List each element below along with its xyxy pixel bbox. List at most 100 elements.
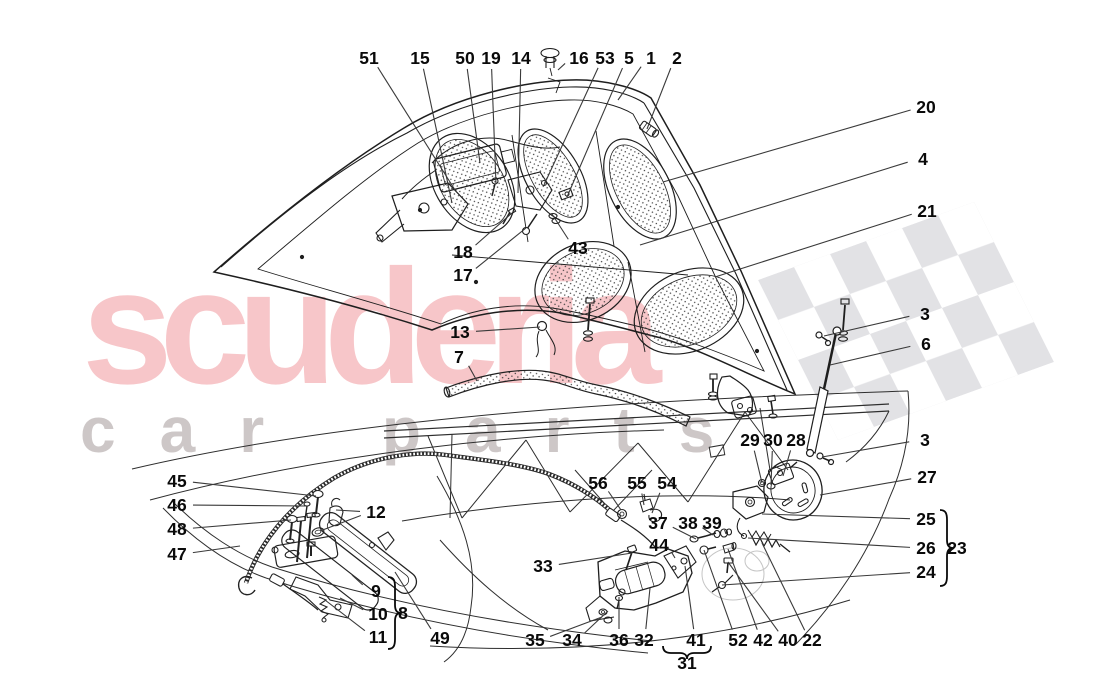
part-callout: 53	[595, 48, 615, 68]
leader-line	[475, 227, 527, 269]
part-callout: 39	[702, 513, 722, 533]
leader-line	[192, 545, 241, 554]
part-callout: 28	[786, 430, 806, 450]
part-callout: 4	[918, 149, 928, 169]
part-callout: 46	[167, 495, 187, 515]
leader-line	[491, 68, 497, 185]
part-callout: 12	[366, 502, 386, 522]
leader-line	[192, 519, 292, 529]
leader-line	[821, 441, 910, 458]
part-callout: 27	[917, 467, 936, 487]
part-callout: 56	[588, 473, 608, 493]
leader-line	[377, 66, 456, 191]
leader-line	[324, 599, 366, 632]
hinge-assembly	[707, 373, 823, 593]
part-callout: 1	[646, 48, 656, 68]
leader-line	[335, 509, 361, 512]
leader-line	[747, 537, 911, 548]
leader-line	[192, 481, 317, 497]
checkered-flag-watermark	[758, 202, 1054, 440]
part-callout: 41	[686, 630, 706, 650]
part-callout: 16	[569, 48, 589, 68]
part-callout: 20	[916, 97, 936, 117]
leader-line	[639, 161, 908, 246]
leader-line	[566, 67, 623, 198]
hood-panel	[212, 79, 797, 396]
leader-line	[468, 365, 478, 382]
leader-line	[319, 515, 362, 532]
leader-line	[617, 66, 642, 101]
part-callout: 17	[453, 265, 472, 285]
part-callout: 3	[920, 430, 930, 450]
gas-strut	[805, 326, 842, 466]
part-callout: 45	[167, 471, 187, 491]
part-callout: 9	[371, 581, 381, 601]
part-callout: 44	[649, 535, 669, 555]
leader-line	[684, 565, 695, 630]
part-callout: 29	[740, 430, 760, 450]
gasket-strip	[443, 369, 691, 427]
leader-line	[192, 504, 307, 507]
leader-line	[475, 326, 541, 332]
lock-assembly	[585, 493, 791, 624]
leader-line	[753, 450, 763, 484]
leader-line	[727, 548, 758, 630]
part-callout: 43	[568, 238, 588, 258]
leader-line	[339, 597, 364, 611]
leader-line	[829, 345, 911, 366]
leader-line	[721, 572, 911, 586]
part-callout: 30	[763, 430, 783, 450]
leader-line	[761, 513, 911, 520]
leader-line	[819, 478, 912, 496]
hood-hardware	[375, 47, 850, 358]
leader-line	[761, 542, 806, 631]
part-callout: 14	[511, 48, 531, 68]
leader-line	[422, 68, 453, 204]
part-callout: 21	[917, 201, 937, 221]
part-callout: 55	[627, 473, 647, 493]
part-callout: 51	[359, 48, 379, 68]
part-callout: 13	[450, 322, 470, 342]
part-callout: 19	[481, 48, 501, 68]
part-callout: 25	[916, 509, 936, 529]
leader-line	[662, 109, 911, 183]
leader-line	[351, 574, 364, 586]
leader-line	[558, 552, 633, 565]
part-callout: 7	[454, 347, 464, 367]
part-callout: 38	[678, 513, 698, 533]
leader-line	[551, 213, 569, 240]
part-callout: 33	[533, 556, 553, 576]
body-structure	[131, 390, 910, 663]
leader-line	[607, 491, 622, 511]
part-callout: 24	[916, 562, 936, 582]
group-brace	[387, 576, 402, 650]
part-callout: 49	[430, 628, 450, 648]
leader-line	[670, 551, 676, 559]
part-callout: 2	[672, 48, 682, 68]
part-callout: 23	[947, 538, 967, 558]
part-callout: 26	[916, 538, 936, 558]
leader-line	[646, 67, 672, 130]
release-cable	[237, 451, 657, 611]
part-callout: 10	[368, 604, 388, 624]
part-callout: 11	[369, 627, 388, 647]
leader-line	[714, 213, 912, 278]
leader-line	[727, 561, 779, 632]
leader-line	[724, 529, 727, 535]
group-brace	[662, 645, 712, 660]
part-callout: 37	[648, 513, 667, 533]
leader-line	[557, 63, 566, 71]
part-callout: 52	[728, 630, 748, 650]
leader-line	[549, 616, 603, 637]
leader-line	[651, 492, 661, 514]
leader-line	[702, 527, 714, 536]
part-callout: 50	[455, 48, 475, 68]
part-callout: 36	[609, 630, 629, 650]
part-callout: 35	[525, 630, 545, 650]
part-callout: 42	[753, 630, 773, 650]
leader-line	[770, 450, 773, 486]
leader-line	[394, 571, 432, 630]
